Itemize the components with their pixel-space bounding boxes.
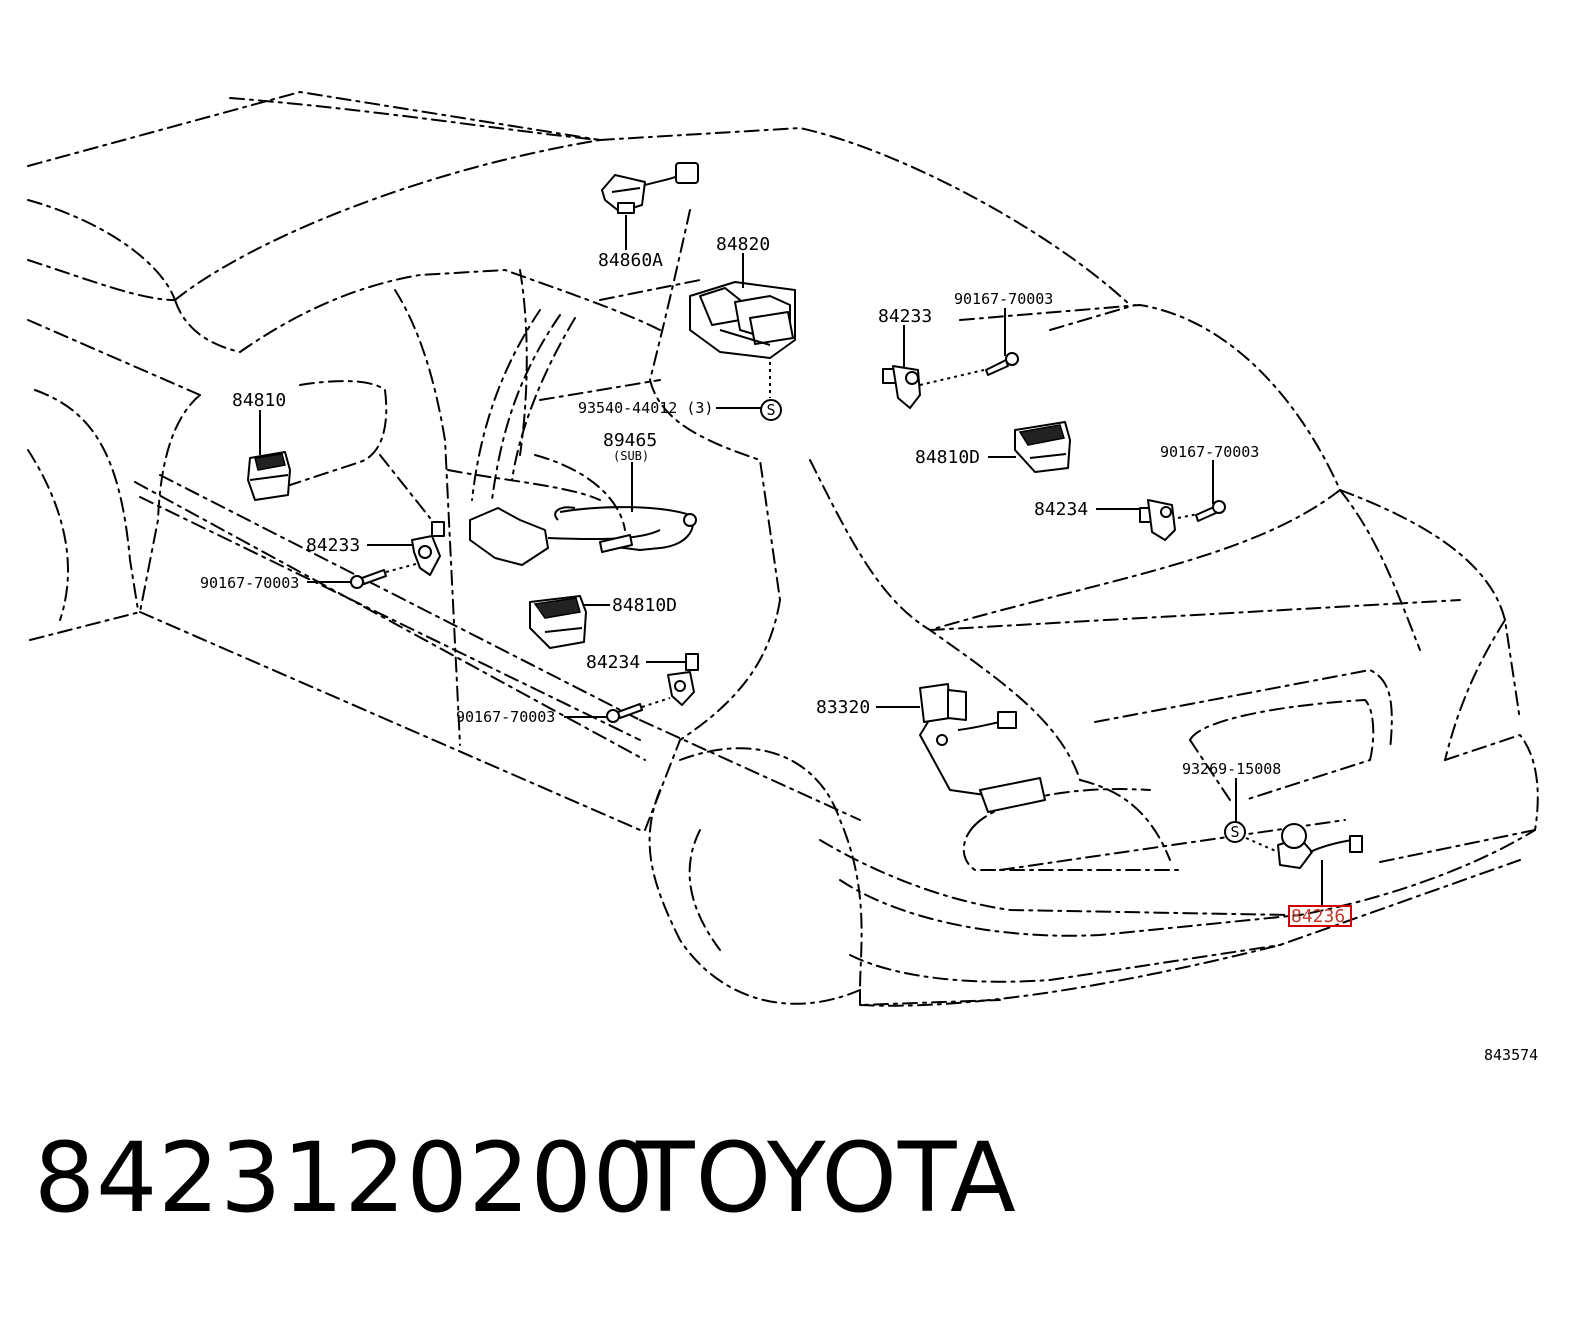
label-84820[interactable]: 84820 bbox=[716, 234, 770, 255]
s-symbol-bottom: S bbox=[1224, 821, 1246, 843]
label-93269[interactable]: 93269-15008 bbox=[1182, 760, 1281, 778]
install-dotted-lines bbox=[385, 362, 1279, 853]
label-90167-left[interactable]: 90167-70003 bbox=[200, 574, 299, 592]
label-84233-top[interactable]: 84233 bbox=[878, 306, 932, 327]
label-90167-right[interactable]: 90167-70003 bbox=[1160, 443, 1259, 461]
part-84234-right-drawing bbox=[1139, 499, 1176, 541]
label-89465-sub: (SUB) bbox=[613, 449, 649, 463]
part-83320-drawing bbox=[919, 683, 1046, 813]
diagram-code: 843574 bbox=[1484, 1046, 1538, 1064]
leader-lines bbox=[259, 215, 1323, 906]
label-84810[interactable]: 84810 bbox=[232, 390, 286, 411]
s-symbol-bottom-label: S bbox=[1230, 823, 1239, 841]
bolt-90167-top-drawing bbox=[985, 352, 1019, 376]
part-84810d-center-drawing bbox=[529, 595, 587, 649]
part-84820-drawing bbox=[689, 281, 796, 359]
car-outline bbox=[27, 91, 1539, 1007]
label-89465[interactable]: 89465 bbox=[603, 430, 657, 451]
part-84860a-drawing bbox=[601, 162, 699, 214]
label-83320[interactable]: 83320 bbox=[816, 697, 870, 718]
label-84234-center[interactable]: 84234 bbox=[586, 652, 640, 673]
label-84810d-center[interactable]: 84810D bbox=[612, 595, 677, 616]
part-84233-left-drawing bbox=[411, 521, 445, 576]
label-84233-left[interactable]: 84233 bbox=[306, 535, 360, 556]
part-89465-drawing bbox=[469, 506, 697, 566]
brand-title: TOYOTA bbox=[636, 1122, 1017, 1234]
label-84860a[interactable]: 84860A bbox=[598, 250, 663, 271]
bolt-90167-right-drawing bbox=[1195, 500, 1226, 522]
part-84233-top-drawing bbox=[882, 365, 921, 409]
part-84236-drawing bbox=[1277, 823, 1363, 869]
part-number-title: 8423120200 bbox=[34, 1122, 655, 1234]
label-84810d-right[interactable]: 84810D bbox=[915, 447, 980, 468]
s-symbol-top-label: S bbox=[766, 401, 775, 419]
bolt-90167-left-drawing bbox=[350, 569, 387, 589]
part-84234-center-drawing bbox=[667, 653, 699, 706]
s-symbol-top: S bbox=[760, 399, 782, 421]
part-84810-drawing bbox=[247, 451, 291, 501]
label-84234-right[interactable]: 84234 bbox=[1034, 499, 1088, 520]
label-90167-top[interactable]: 90167-70003 bbox=[954, 290, 1053, 308]
label-90167-center[interactable]: 90167-70003 bbox=[456, 708, 555, 726]
highlighted-part-callout[interactable]: 84236 bbox=[1288, 905, 1352, 927]
label-84236[interactable]: 84236 bbox=[1291, 906, 1345, 927]
part-84810d-right-drawing bbox=[1014, 421, 1071, 473]
label-93540[interactable]: 93540-44012 (3) bbox=[578, 399, 713, 417]
bolt-90167-center-drawing bbox=[606, 703, 643, 723]
